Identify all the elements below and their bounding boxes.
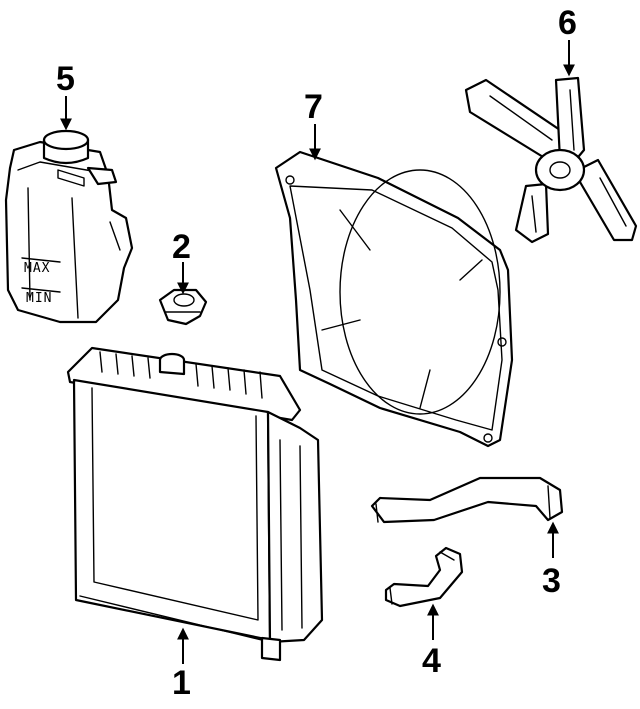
fan-part bbox=[464, 76, 638, 244]
callout-upper-hose: 3 bbox=[542, 562, 561, 600]
fan-shroud-part bbox=[274, 150, 514, 448]
callout-fan: 6 bbox=[558, 4, 577, 42]
radiator-cap-part bbox=[158, 288, 208, 326]
callout-fan-shroud: 7 bbox=[304, 88, 323, 126]
coolant-reservoir: MAX MIN bbox=[4, 129, 134, 324]
callout-radiator-cap: 2 bbox=[172, 228, 191, 266]
callout-lower-hose: 4 bbox=[422, 642, 441, 680]
upper-hose-part bbox=[370, 476, 564, 524]
callout-reservoir: 5 bbox=[56, 60, 75, 98]
callout-radiator: 1 bbox=[172, 664, 191, 702]
max-level-mark: MAX bbox=[24, 261, 50, 276]
lower-hose-part bbox=[384, 546, 464, 608]
radiator-part bbox=[66, 346, 324, 662]
min-level-mark: MIN bbox=[26, 291, 52, 306]
